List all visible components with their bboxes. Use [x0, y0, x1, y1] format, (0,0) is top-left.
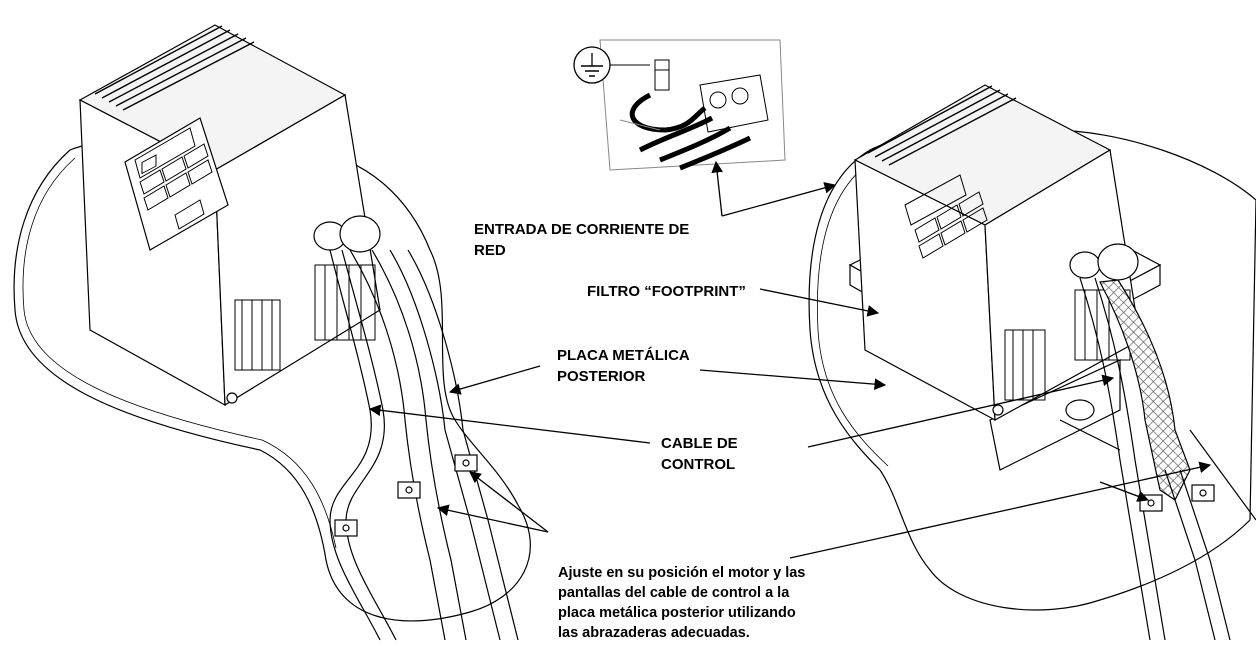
- arrows: [368, 160, 1212, 559]
- label-clamp-instruction: Ajuste en su posición el motor y las pan…: [558, 565, 806, 641]
- arrow-clamp-left-1: [436, 504, 549, 533]
- arrow-clamp-left-2: [469, 471, 549, 533]
- arrow-clamp-right-2: [1099, 481, 1150, 502]
- arrow-backplate-left: [448, 365, 541, 395]
- mains-terminal-detail: [573, 39, 786, 171]
- left-drive-unit: [78, 24, 381, 407]
- arrow-filter: [759, 288, 880, 317]
- left-cables: [313, 215, 519, 641]
- ground-symbol-icon: [573, 46, 611, 84]
- label-footprint-filter: FILTRO “FOOTPRINT”: [587, 283, 746, 300]
- right-cables: [1059, 243, 1256, 641]
- arrow-mains-to-detail: [711, 160, 723, 217]
- arrow-control-cable-left: [368, 404, 651, 444]
- arrow-mains-to-right-unit: [721, 182, 837, 217]
- label-mains-input: ENTRADA DE CORRIENTE DE RED: [474, 221, 690, 259]
- arrow-control-cable-right: [807, 374, 1115, 448]
- arrow-backplate-right: [699, 369, 887, 390]
- label-backplate: PLACA METÁLICA POSTERIOR: [557, 347, 690, 385]
- arrow-clamp-right-1: [789, 461, 1212, 559]
- label-control-cable: CABLE DE CONTROL: [661, 435, 738, 473]
